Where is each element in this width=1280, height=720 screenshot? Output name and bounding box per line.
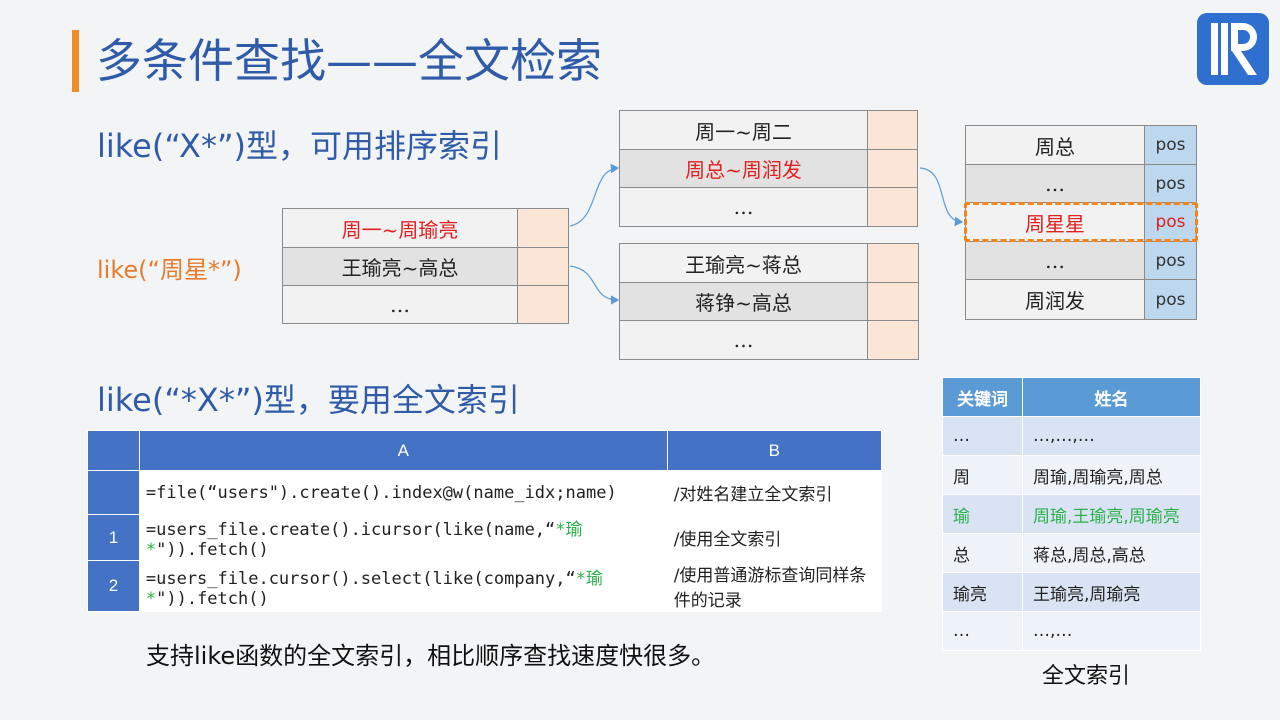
index-names: …,… xyxy=(1022,611,1201,651)
arrow-root-to-lower xyxy=(569,265,620,305)
index-names: 蒋总,周总,高总 xyxy=(1022,533,1201,573)
grid-note-cell[interactable]: /使用全文索引 xyxy=(666,514,883,561)
index-keyword: … xyxy=(942,416,1023,456)
title-accent-bar xyxy=(72,30,79,92)
lower-pointer-3 xyxy=(867,320,919,360)
index-row: … …,… xyxy=(942,611,1201,651)
leaf-entry-5: 周润发 xyxy=(965,279,1145,320)
index-names: 周瑜,王瑜亮,周瑜亮 xyxy=(1022,494,1201,534)
leaf-pos-5: pos xyxy=(1144,279,1197,320)
grid-row-no xyxy=(87,470,140,515)
leaf-entry-3: 周星星 xyxy=(965,202,1145,242)
root-entry-2: 王瑜亮~高总 xyxy=(282,247,518,286)
grid-col-a: A xyxy=(138,430,668,471)
footnote: 支持like函数的全文索引，相比顺序查找速度快很多。 xyxy=(146,642,716,670)
arrow-upper-to-leaf xyxy=(919,167,964,227)
root-entry-1: 周一~周瑜亮 xyxy=(282,208,518,248)
grid-note-cell[interactable]: /对姓名建立全文索引 xyxy=(666,470,883,515)
index-row: 瑜亮 王瑜亮,周瑜亮 xyxy=(942,572,1201,612)
tree-connectors xyxy=(569,163,964,305)
lower-pointer-2 xyxy=(867,282,919,321)
index-caption: 全文索引 xyxy=(1042,664,1131,689)
leaf-pos-1: pos xyxy=(1144,125,1197,165)
query-example: like(“周星*”) xyxy=(97,256,242,284)
index-keyword: 周 xyxy=(942,455,1023,495)
index-row: 瑜 周瑜,王瑜亮,周瑜亮 xyxy=(942,494,1201,534)
grid-code-cell[interactable]: =users_file.cursor().select(like(company… xyxy=(138,560,668,612)
index-keyword: 总 xyxy=(942,533,1023,573)
grid-corner xyxy=(87,430,140,471)
grid-code-cell[interactable]: =file(“users").create().index@w(name_idx… xyxy=(138,470,668,515)
match-highlight-box xyxy=(964,202,1198,242)
fulltext-index-table: 关键词 姓名 … …,…,… 周 周瑜,周瑜亮,周总 瑜 周瑜,王瑜亮,周瑜亮 … xyxy=(942,377,1201,651)
grid-row-no: 1 xyxy=(87,514,140,561)
leaf-entry-2: … xyxy=(965,164,1145,203)
leaf-entry-1: 周总 xyxy=(965,125,1145,165)
root-pointer-2 xyxy=(517,247,569,286)
upper-pointer-3 xyxy=(867,187,918,227)
leaf-pos-3: pos xyxy=(1144,202,1197,242)
index-header-keyword: 关键词 xyxy=(942,377,1023,417)
grid-col-b: B xyxy=(666,430,883,471)
arrow-root-to-upper xyxy=(569,163,620,227)
index-row: … …,…,… xyxy=(942,416,1201,456)
grid-note-cell[interactable]: /使用普通游标查询同样条件的记录 xyxy=(666,560,883,612)
fuzzy-heading: like(“*X*”)型，要用全文索引 xyxy=(97,381,520,419)
leaf-pos-4: pos xyxy=(1144,241,1197,280)
index-row: 周 周瑜,周瑜亮,周总 xyxy=(942,455,1201,495)
index-keyword: 瑜 xyxy=(942,494,1023,534)
lower-entry-3: … xyxy=(619,320,868,360)
index-names: 周瑜,周瑜亮,周总 xyxy=(1022,455,1201,495)
index-row: 总 蒋总,周总,高总 xyxy=(942,533,1201,573)
leaf-pos-2: pos xyxy=(1144,164,1197,203)
index-keyword: 瑜亮 xyxy=(942,572,1023,612)
upper-entry-3: … xyxy=(619,187,868,227)
grid-code-cell[interactable]: =users_file.create().icursor(like(name,“… xyxy=(138,514,668,561)
page-title: 多条件查找——全文检索 xyxy=(96,34,602,88)
index-keyword: … xyxy=(942,611,1023,651)
root-entry-3: … xyxy=(282,285,518,324)
index-names: …,…,… xyxy=(1022,416,1201,456)
index-names: 王瑜亮,周瑜亮 xyxy=(1022,572,1201,612)
raqsoft-logo-icon xyxy=(1197,13,1269,85)
lower-entry-2: 蒋铮~高总 xyxy=(619,282,868,321)
root-pointer-1 xyxy=(517,208,569,248)
leaf-entry-4: … xyxy=(965,241,1145,280)
upper-entry-1: 周一~周二 xyxy=(619,110,868,150)
upper-entry-2: 周总~周润发 xyxy=(619,149,868,188)
prefix-heading: like(“X*”)型，可用排序索引 xyxy=(97,127,503,165)
index-header-name: 姓名 xyxy=(1022,377,1201,417)
grid-row-no: 2 xyxy=(87,560,140,612)
root-pointer-3 xyxy=(517,285,569,324)
code-grid: A B =file(“users").create().index@w(name… xyxy=(87,430,883,612)
upper-pointer-1 xyxy=(867,110,918,150)
